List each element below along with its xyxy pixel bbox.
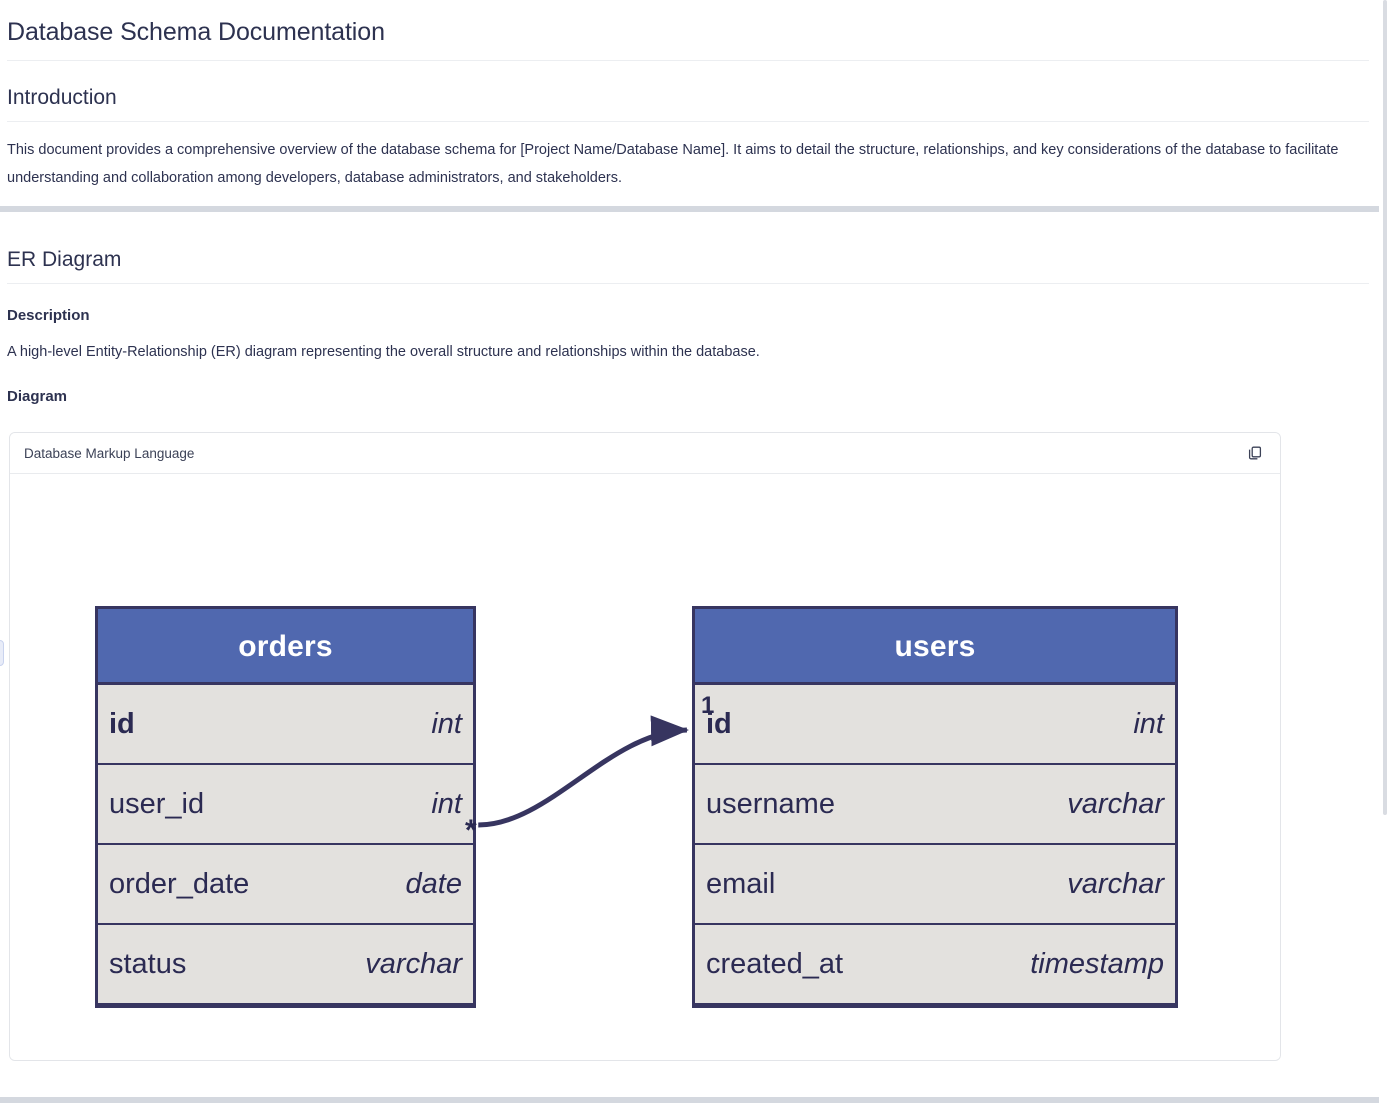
er-column-row[interactable]: status varchar xyxy=(98,925,473,1005)
subheading-diagram: Diagram xyxy=(7,387,68,405)
codeblock-header: Database Markup Language xyxy=(10,433,1280,474)
introduction-paragraph: This document provides a comprehensive o… xyxy=(7,142,1339,187)
er-column-type: int xyxy=(431,707,462,740)
er-column-row[interactable]: id int xyxy=(695,685,1175,765)
er-table-orders[interactable]: orders id int user_id int order_date dat… xyxy=(95,606,477,1008)
er-column-name: id xyxy=(706,707,732,740)
er-column-name: order_date xyxy=(109,867,250,900)
codeblock-language-label: Database Markup Language xyxy=(24,445,195,461)
er-column-name: created_at xyxy=(706,947,844,980)
er-column-row[interactable]: email varchar xyxy=(695,845,1175,925)
er-column-name: status xyxy=(109,947,187,980)
er-column-type: int xyxy=(1133,707,1164,740)
scrollbar-thumb[interactable] xyxy=(1383,0,1387,815)
subheading-description: Description xyxy=(7,306,90,324)
er-column-name: user_id xyxy=(109,787,205,820)
diagram-codeblock: Database Markup Language or xyxy=(9,432,1281,1061)
er-column-type: varchar xyxy=(1067,867,1164,900)
er-diagram-canvas: orders id int user_id int order_date dat… xyxy=(10,474,1280,1060)
er-column-name: id xyxy=(109,707,135,740)
er-description-paragraph: A high-level Entity-Relationship (ER) di… xyxy=(7,344,760,361)
er-column-row[interactable]: created_at timestamp xyxy=(695,925,1175,1005)
cardinality-marker-many: * xyxy=(465,814,477,847)
er-table-users[interactable]: users id int username varchar email varc… xyxy=(692,606,1178,1008)
er-column-type: int xyxy=(431,787,462,820)
section-divider-bottom xyxy=(0,1097,1379,1103)
section-divider-top xyxy=(0,206,1379,212)
copy-icon[interactable] xyxy=(1244,442,1266,464)
er-column-row[interactable]: id int xyxy=(98,685,473,765)
er-table-title-orders: orders xyxy=(98,609,473,685)
er-column-row[interactable]: username varchar xyxy=(695,765,1175,845)
er-column-type: date xyxy=(405,867,462,900)
er-column-type: varchar xyxy=(365,947,462,980)
vertical-scrollbar[interactable] xyxy=(1379,0,1390,1111)
page-title: Database Schema Documentation xyxy=(7,0,1369,61)
drag-handle[interactable] xyxy=(0,640,4,666)
er-column-row[interactable]: user_id int xyxy=(98,765,473,845)
er-column-type: varchar xyxy=(1067,787,1164,820)
er-column-name: username xyxy=(706,787,835,820)
er-column-row[interactable]: order_date date xyxy=(98,845,473,925)
section-heading-introduction: Introduction xyxy=(7,61,1369,123)
er-column-name: email xyxy=(706,867,776,900)
er-column-type: timestamp xyxy=(1030,947,1164,980)
section-heading-er-diagram: ER Diagram xyxy=(7,215,1369,284)
er-table-title-users: users xyxy=(695,609,1175,685)
cardinality-marker-one: 1 xyxy=(701,692,715,719)
